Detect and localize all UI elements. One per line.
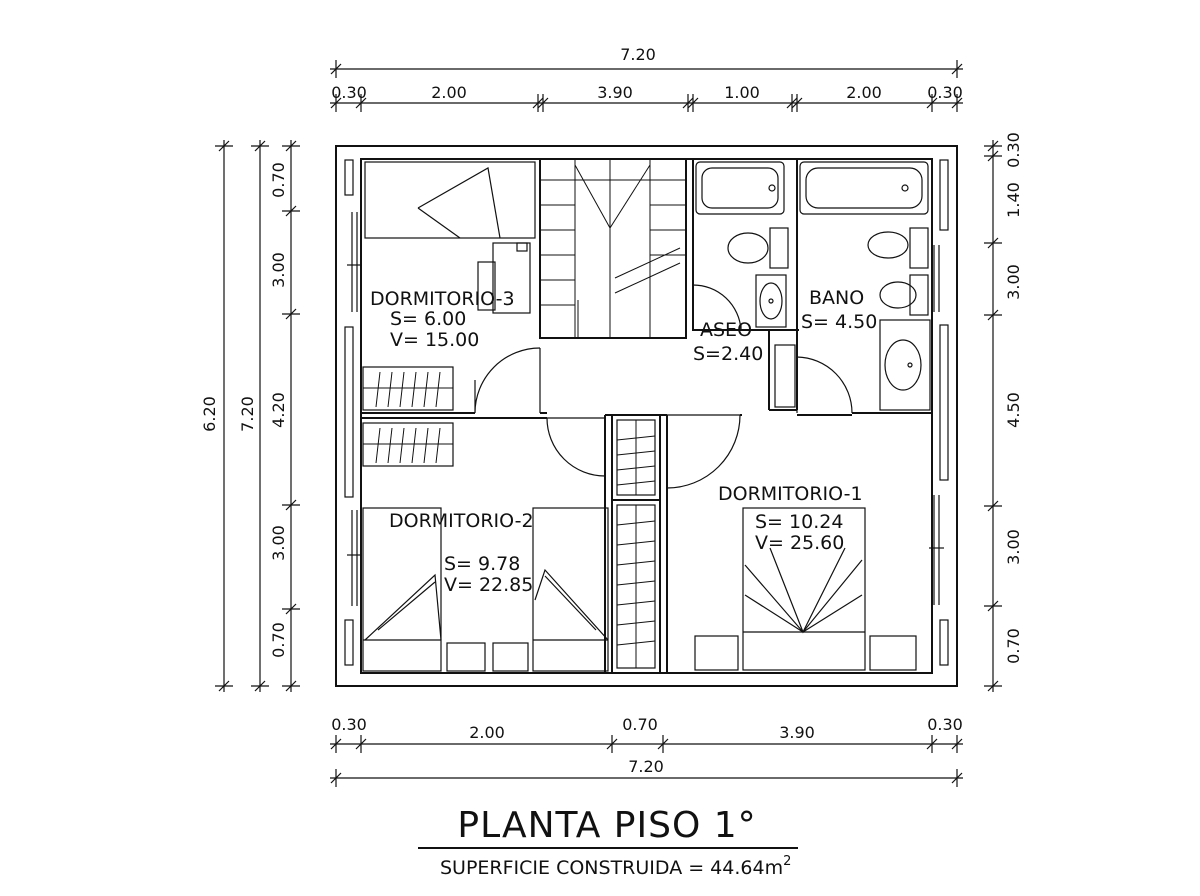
dim-top-seg-1: 0.30 [331,83,367,102]
dimension-lines [215,60,1002,787]
room-volume-dormitorio-3: V= 15.00 [390,329,479,351]
dim-top-total: 7.20 [620,45,656,64]
plan-title: PLANTA PISO 1° [457,805,756,846]
left-windows [344,159,362,666]
sink-bano [879,319,931,411]
dimension-labels: 7.20 0.30 2.00 3.90 1.00 2.00 0.30 0.30 … [200,45,1023,776]
nightstand-2 [492,642,529,672]
desk [492,242,531,314]
room-name-dormitorio-1: DORMITORIO-1 [718,483,863,505]
right-windows [929,159,949,666]
dim-bottom-total: 7.20 [628,757,664,776]
bathtub-bano [799,161,929,215]
toilet-aseo [727,227,789,269]
doors [474,284,853,489]
toilet-bano-1 [867,227,929,269]
dim-left-seg-3: 4.20 [269,392,288,428]
furniture [362,161,931,672]
plan-subtitle-label: SUPERFICIE CONSTRUIDA = 44.64m [440,857,783,879]
room-volume-dormitorio-2: V= 22.85 [444,574,533,596]
room-name-bano: BANO [809,287,864,309]
door-dormitorio-3 [474,347,541,414]
title-block: PLANTA PISO 1° SUPERFICIE CONSTRUIDA = 4… [418,805,798,879]
dim-bottom-seg-1: 0.30 [331,715,367,734]
stairs [540,159,686,338]
door-aseo [692,284,742,331]
dim-left-outer: 6.20 [200,396,219,432]
toilet-bano-2 [879,274,929,316]
dim-bottom-seg-4: 3.90 [779,723,815,742]
dim-top-seg-3: 3.90 [597,83,633,102]
dim-bottom-seg-5: 0.30 [927,715,963,734]
dim-right-seg-6: 0.70 [1004,628,1023,664]
bathtub-aseo [695,161,785,215]
dim-left-seg-5: 0.70 [269,622,288,658]
bed-dormitorio-2-left [362,507,442,672]
plan-subtitle-sup: 2 [783,854,791,869]
dim-top-seg-4: 1.00 [724,83,760,102]
door-bano [796,356,853,414]
dim-bottom-seg-2: 2.00 [469,723,505,742]
dim-top-seg-5: 2.00 [846,83,882,102]
room-name-dormitorio-3: DORMITORIO-3 [370,288,515,310]
room-area-dormitorio-3: S= 6.00 [390,308,466,330]
dim-bottom-seg-3: 0.70 [622,715,658,734]
nightstand-1 [446,642,486,672]
partitions [361,159,932,673]
dim-right-seg-5: 3.00 [1004,529,1023,565]
dim-top-seg-2: 2.00 [431,83,467,102]
room-area-aseo: S=2.40 [693,343,763,365]
dim-left-seg-2: 3.00 [269,252,288,288]
room-volume-dormitorio-1: V= 25.60 [755,532,844,554]
dim-right-seg-2: 1.40 [1004,182,1023,218]
room-area-bano: S= 4.50 [801,311,877,333]
dim-left-seg-4: 3.00 [269,525,288,561]
dim-left-mid: 7.20 [238,396,257,432]
nightstand-3 [694,635,739,671]
dim-right-seg-1: 0.30 [1004,132,1023,168]
bed-dormitorio-2-right [532,507,609,672]
nightstand-4 [869,635,917,671]
dim-left-seg-1: 0.70 [269,162,288,198]
door-dormitorio-1 [666,414,741,489]
inner-wall-outline [360,158,933,674]
walls [335,145,958,687]
bed-dormitorio-3 [364,161,536,239]
room-labels: DORMITORIO-3 S= 6.00 V= 15.00 BANO S= 4.… [370,287,877,596]
dim-right-seg-4: 4.50 [1004,392,1023,428]
room-area-dormitorio-1: S= 10.24 [755,511,843,533]
door-dormitorio-2 [546,417,606,477]
plan-subtitle: SUPERFICIE CONSTRUIDA = 44.64m2 [440,854,791,879]
dim-right-seg-3: 3.00 [1004,264,1023,300]
sink-aseo [755,274,787,328]
outer-wall-outline [335,145,958,687]
room-name-dormitorio-2: DORMITORIO-2 [389,510,534,532]
bed-dormitorio-1 [742,507,866,671]
room-name-aseo: ASEO [700,319,752,341]
room-area-dormitorio-2: S= 9.78 [444,553,520,575]
shelf-aseo [774,344,796,408]
dim-top-seg-6: 0.30 [927,83,963,102]
